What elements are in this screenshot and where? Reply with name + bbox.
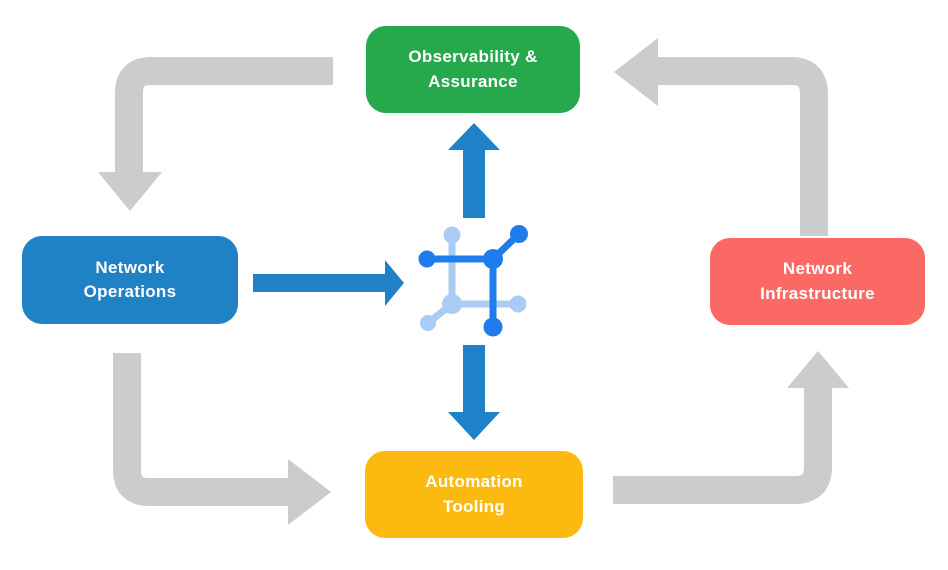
- arrow-operations-to-automation: [113, 353, 331, 525]
- arrow-automation-to-infrastructure: [613, 351, 849, 504]
- node-automation: Automation Tooling: [365, 451, 583, 538]
- arrow-center-to-automation: [448, 345, 500, 440]
- arrow-head: [614, 38, 658, 106]
- arrow-shaft: [113, 353, 288, 506]
- node-label: Observability & Assurance: [408, 47, 538, 91]
- arrow-shaft: [613, 388, 832, 504]
- arrow-observability-to-operations: [98, 57, 333, 211]
- arrow-infrastructure-to-observability: [614, 38, 828, 236]
- node-observability: Observability & Assurance: [366, 26, 580, 113]
- node-label: Automation Tooling: [425, 472, 523, 516]
- node-infrastructure: Network Infrastructure: [710, 238, 925, 325]
- arrow-head: [288, 459, 331, 525]
- node-label: Network Infrastructure: [760, 259, 875, 303]
- arrow-center-to-observability: [448, 123, 500, 218]
- arrow-shaft: [658, 57, 828, 236]
- arrow-head: [98, 172, 162, 211]
- node-operations: Network Operations: [22, 236, 238, 324]
- arrow-shaft: [115, 57, 333, 172]
- arrow-operations-to-center: [253, 260, 404, 306]
- arrow-head: [787, 351, 849, 388]
- icon-dark-lines: [418, 225, 528, 337]
- network-mesh-icon: [418, 225, 528, 337]
- node-label: Network Operations: [83, 257, 177, 301]
